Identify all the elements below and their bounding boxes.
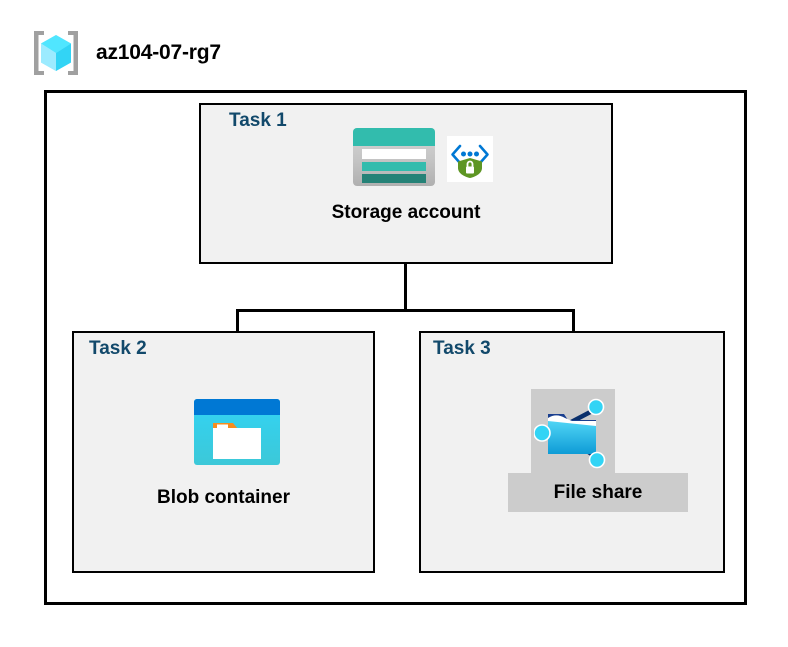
- storage-account-label: Storage account: [331, 202, 481, 223]
- connector-horizontal-bus: [236, 309, 575, 312]
- resource-group-title: az104-07-rg7: [96, 41, 221, 64]
- resource-group-cube-icon: [34, 31, 78, 75]
- task-1-label: Task 1: [229, 110, 287, 131]
- file-share-label: File share: [508, 473, 688, 512]
- blob-container-label: Blob container: [156, 487, 290, 508]
- blob-container-icon: [194, 399, 280, 465]
- file-share-icon: [534, 398, 606, 469]
- task-3-label: Task 3: [433, 338, 491, 359]
- task-2-label: Task 2: [89, 338, 147, 359]
- secure-transfer-shield-icon: [447, 136, 493, 182]
- connector-storage-trunk: [404, 236, 407, 312]
- resource-group-header: az104-07-rg7: [30, 28, 221, 78]
- storage-account-icon: [353, 128, 435, 186]
